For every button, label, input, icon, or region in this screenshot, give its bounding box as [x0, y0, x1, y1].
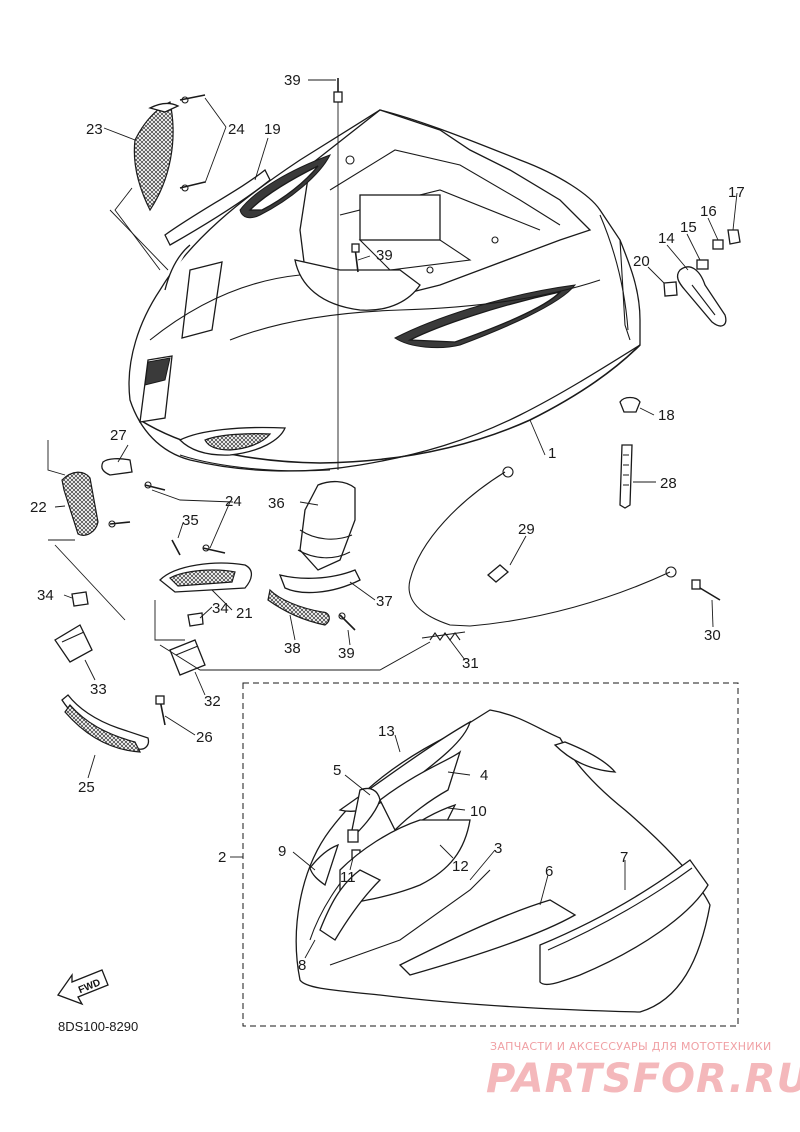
callout-39-low: 39 [338, 645, 355, 662]
callout-36: 36 [268, 495, 285, 512]
callout-19: 19 [264, 121, 281, 138]
fwd-arrow-icon: FWD [56, 969, 109, 1006]
callout-15: 15 [680, 219, 697, 236]
callout-20: 20 [633, 253, 650, 270]
hood-assembly [128, 109, 641, 472]
small-parts [54, 78, 741, 753]
callout-labels: 39 23 24 19 17 16 15 14 39 20 18 1 27 28… [30, 72, 745, 974]
callout-21: 21 [236, 605, 253, 622]
callout-14: 14 [658, 230, 675, 247]
decal-hood [295, 709, 711, 1013]
callout-32: 32 [204, 693, 221, 710]
callout-34-left: 34 [37, 587, 54, 604]
callout-9: 9 [278, 843, 286, 860]
callout-2: 2 [218, 849, 226, 866]
callout-37: 37 [376, 593, 393, 610]
callout-26: 26 [196, 729, 213, 746]
watermark-brand: PARTSFOR.RU [486, 1056, 800, 1102]
callout-38: 38 [284, 640, 301, 657]
callout-39-mid: 39 [376, 247, 393, 264]
callout-22: 22 [30, 499, 47, 516]
callout-18: 18 [658, 407, 675, 424]
callout-8: 8 [298, 957, 306, 974]
callout-4: 4 [480, 767, 488, 784]
callout-7: 7 [620, 849, 628, 866]
callout-12: 12 [452, 858, 469, 875]
callout-35: 35 [182, 512, 199, 529]
callout-10: 10 [470, 803, 487, 820]
watermark-tagline: ЗАПЧАСТИ И АКСЕССУАРЫ ДЛЯ МОТОТЕХНИКИ [490, 1040, 772, 1053]
callout-24-top: 24 [228, 121, 245, 138]
callout-34-right: 34 [212, 600, 229, 617]
callout-16: 16 [700, 203, 717, 220]
callout-29: 29 [518, 521, 535, 538]
callout-31: 31 [462, 655, 479, 672]
callout-27: 27 [110, 427, 127, 444]
callout-6: 6 [545, 863, 553, 880]
callout-24-mid: 24 [225, 493, 242, 510]
catalog-code: 8DS100-8290 [58, 1019, 138, 1034]
callout-5: 5 [333, 762, 341, 779]
callout-23: 23 [86, 121, 103, 138]
callout-25: 25 [78, 779, 95, 796]
callout-13: 13 [378, 723, 395, 740]
decal-set-box [242, 682, 739, 1027]
callout-39-top: 39 [284, 72, 301, 89]
callout-3: 3 [494, 840, 502, 857]
callout-17: 17 [728, 184, 745, 201]
watermark: ЗАПЧАСТИ И АКСЕССУАРЫ ДЛЯ МОТОТЕХНИКИ PA… [486, 1040, 800, 1102]
leader-lines [47, 79, 738, 959]
callout-1: 1 [548, 445, 556, 462]
callout-33: 33 [90, 681, 107, 698]
callout-28: 28 [660, 475, 677, 492]
callout-30: 30 [704, 627, 721, 644]
callout-11: 11 [340, 869, 356, 886]
